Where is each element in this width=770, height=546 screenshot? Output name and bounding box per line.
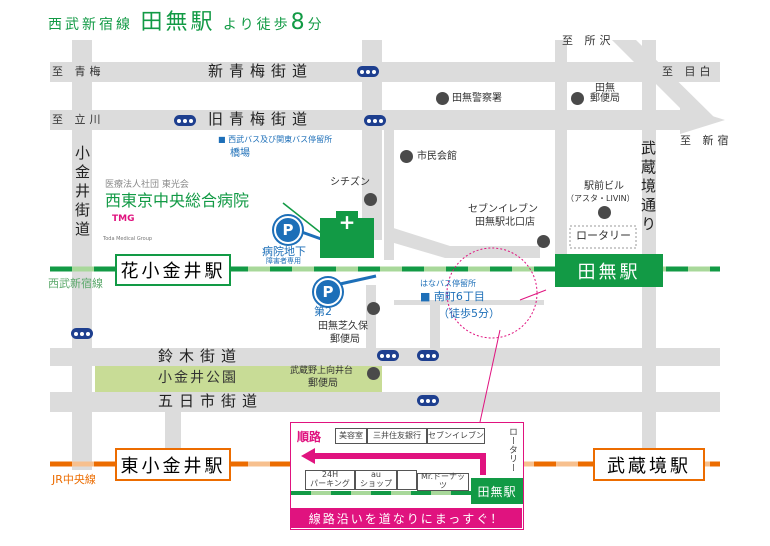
hospital-cross-icon: +: [336, 211, 358, 233]
bus-stop-title: 西武バス及び関東バス停留所: [228, 135, 333, 144]
poi-civic: 市民会館: [417, 151, 457, 162]
direction-mejiro: 至 目白: [662, 65, 715, 78]
post-office-marker-icon: [367, 367, 380, 380]
parking-1-sub: 障害者専用: [266, 257, 301, 265]
seven-marker-icon: [537, 235, 550, 248]
poi-ekimae: 駅前ビル: [584, 181, 624, 192]
post-office-marker-icon: [571, 92, 584, 105]
poi-ekimae-sub: （アスタ・LIVIN）: [566, 194, 635, 203]
hospital-logo-sub: Toda Medical Group: [103, 236, 153, 242]
hospital-logo: TMG: [112, 214, 135, 224]
bus-stop-icon: [357, 66, 379, 77]
bus-stop-hashiba-title: ■ 西武バス及び関東バス停留所: [218, 135, 333, 144]
police-marker-icon: [436, 92, 449, 105]
poi-citizen: シチズン: [330, 177, 370, 188]
post-office-marker-icon: [367, 302, 380, 315]
route-rail: [291, 491, 522, 495]
jr-line-label: JR中央線: [52, 473, 96, 486]
road-koganei: 小金井街道: [73, 145, 91, 240]
station-higashikoganei: 東小金井駅: [115, 448, 231, 481]
direction-tachikawa: 至 立川: [52, 113, 105, 126]
route-station: 田無駅: [471, 478, 523, 504]
bus-stop-icon: [377, 350, 399, 361]
parking-icon: P: [314, 278, 342, 306]
poi-mukaidai-post: 武蔵野上向井台: [290, 366, 354, 376]
station-tanashi: 田無駅: [555, 254, 663, 287]
parking-1-label: 病院地下: [262, 245, 306, 258]
poi-seven: セブンイレブン: [468, 204, 538, 215]
poi-shibakubo-post: 田無芝久保: [318, 321, 368, 332]
title-minutes: 8: [290, 10, 308, 35]
poi-police: 田無警察署: [452, 93, 502, 104]
shop-bottom: au ショップ: [355, 470, 397, 490]
civic-hall-marker-icon: [400, 150, 413, 163]
park-label: 小金井公園: [158, 370, 238, 386]
direction-ome: 至 青梅: [52, 65, 105, 78]
bus-stop-icon: [417, 395, 439, 406]
hospital-building: +: [320, 211, 374, 258]
hospital-corp: 医療法人社団 東光会: [105, 180, 189, 190]
hospital-name: 西東京中央総合病院: [105, 191, 250, 210]
direction-shinjuku: 至 新宿: [680, 134, 733, 147]
road-kyu-ome: 旧青梅街道: [208, 110, 314, 128]
station-hanakoganei: 花小金井駅: [115, 254, 231, 286]
station-musashisakai: 武蔵境駅: [593, 448, 705, 481]
route-arrow-stem: [480, 453, 486, 475]
shop-top: 三井住友銀行: [367, 428, 427, 444]
route-arrowhead-icon: [301, 448, 315, 464]
parking-2-label: 第2: [314, 305, 332, 318]
shop-top: 美容室: [335, 428, 367, 444]
route-banner: 線路沿いを道なりにまっすぐ！: [291, 508, 522, 528]
bus-stop-hana-title: はなバス停留所: [420, 279, 476, 288]
title-from: より徒歩: [222, 17, 291, 33]
route-rotary: ロータリー: [507, 427, 517, 472]
poi-mukaidai-post2: 郵便局: [308, 378, 338, 389]
seibu-line-label: 西武新宿線: [48, 277, 103, 290]
park-area: [95, 366, 382, 392]
road-musashisakai: 武蔵境通り: [639, 140, 657, 235]
shop-bottom: Mr.ドーナッツ: [417, 472, 469, 491]
route-guide: 順路 美容室 三井住友銀行 セブンイレブン ロータリー 24H パーキング au…: [290, 422, 524, 530]
route-title: 順路: [297, 430, 322, 444]
road-suzuki: 鈴木街道: [158, 347, 243, 365]
title-line: 西武新宿線: [48, 17, 133, 33]
citizen-marker-icon: [364, 193, 377, 206]
poi-rotary: ロータリー: [576, 229, 631, 242]
shop-bottom: [397, 470, 417, 490]
bus-stop-minamicho: ■ 南町6丁目: [420, 290, 485, 303]
bus-stop-name: 南町6丁目: [433, 290, 485, 303]
title-unit: 分: [307, 17, 325, 33]
poi-seven-sub: 田無駅北口店: [475, 217, 535, 228]
direction-tokorozawa: 至 所沢: [562, 34, 615, 47]
parking-icon: P: [274, 216, 302, 244]
bus-stop-icon: [364, 115, 386, 126]
title-station: 田無駅: [140, 10, 216, 35]
route-arrow-icon: [313, 453, 486, 459]
poi-tanashi-post: 田無 郵便局: [590, 83, 620, 104]
poi-shibakubo-post2: 郵便局: [330, 334, 360, 345]
road-shin-ome: 新青梅街道: [208, 62, 314, 80]
shop-top: セブンイレブン: [427, 428, 485, 444]
bus-stop-hashiba: 橋場: [230, 148, 250, 159]
ekimae-marker-icon: [598, 206, 611, 219]
access-title: 西武新宿線 田無駅 より徒歩8分: [48, 12, 325, 34]
bus-stop-walk: （徒歩5分）: [438, 307, 500, 320]
bus-stop-icon: [174, 115, 196, 126]
bus-stop-icon: [417, 350, 439, 361]
road-itsukaichi: 五日市街道: [158, 392, 264, 410]
shop-bottom: 24H パーキング: [305, 470, 355, 490]
bus-stop-icon: [71, 328, 93, 339]
